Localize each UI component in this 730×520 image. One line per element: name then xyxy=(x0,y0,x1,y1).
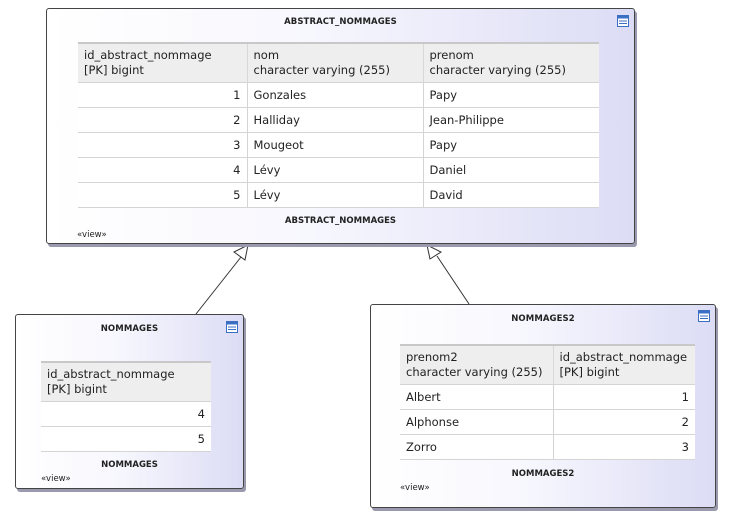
cell: Albert xyxy=(400,384,554,410)
cell: 3 xyxy=(78,132,248,158)
cell: Mougeot xyxy=(247,132,424,158)
stereotype-label: «view» xyxy=(400,483,430,493)
table-row: 5 xyxy=(41,426,211,452)
table-icon xyxy=(698,310,710,322)
table-row: 4 Lévy Daniel xyxy=(78,157,599,183)
cell: 1 xyxy=(78,82,248,108)
table-row: 1 Gonzales Papy xyxy=(78,82,599,108)
view-footer: NOMMAGES xyxy=(101,460,158,470)
table-row: 3 Mougeot Papy xyxy=(78,132,599,158)
cell: Papy xyxy=(423,132,599,158)
inheritance-arrowhead xyxy=(426,244,443,260)
cell: 4 xyxy=(41,401,211,427)
stereotype-label: «view» xyxy=(77,230,107,240)
column-header: id_abstract_nommage[PK] bigint xyxy=(553,344,695,385)
column-header: id_abstract_nommage[PK] bigint xyxy=(41,361,211,402)
cell: 3 xyxy=(553,434,695,460)
cell: David xyxy=(423,182,599,208)
cell: 4 xyxy=(78,157,248,183)
inheritance-arrowhead xyxy=(233,244,249,261)
cell: Alphonse xyxy=(400,409,554,435)
view-nommages[interactable]: NOMMAGES id_abstract_nommage[PK] bigint … xyxy=(15,314,244,489)
cell: 1 xyxy=(553,384,695,410)
view-title: ABSTRACT_NOMMAGES xyxy=(284,17,397,27)
cell: Zorro xyxy=(400,434,554,460)
data-grid: id_abstract_nommage[PK] bigint 4 5 xyxy=(41,361,211,452)
table-icon xyxy=(617,15,629,27)
generalization-nommages xyxy=(195,244,249,315)
cell: Jean-Philippe xyxy=(423,107,599,133)
cell: Lévy xyxy=(247,157,424,183)
cell: 5 xyxy=(41,426,211,452)
table-row: 4 xyxy=(41,401,211,427)
view-title: NOMMAGES2 xyxy=(511,314,575,324)
view-footer: ABSTRACT_NOMMAGES xyxy=(284,216,397,226)
column-header: id_abstract_nommage[PK] bigint xyxy=(78,42,248,83)
view-title: NOMMAGES xyxy=(100,324,159,334)
cell: 2 xyxy=(553,409,695,435)
table-row: 5 Lévy David xyxy=(78,182,599,208)
cell: Gonzales xyxy=(247,82,424,108)
table-icon xyxy=(226,321,238,333)
cell: Daniel xyxy=(423,157,599,183)
cell: 2 xyxy=(78,107,248,133)
stereotype-label: «view» xyxy=(41,474,71,484)
table-row: 2 Halliday Jean-Philippe xyxy=(78,107,599,133)
cell: Lévy xyxy=(247,182,424,208)
cell: Papy xyxy=(423,82,599,108)
table-row: Alphonse 2 xyxy=(400,409,695,435)
view-abstract-nommages[interactable]: ABSTRACT_NOMMAGES id_abstract_nommage[PK… xyxy=(46,8,635,244)
view-footer: NOMMAGES2 xyxy=(511,469,575,479)
table-row: Albert 1 xyxy=(400,384,695,410)
table-row: Zorro 3 xyxy=(400,434,695,460)
cell: Halliday xyxy=(247,107,424,133)
generalization-nommages2 xyxy=(426,244,470,305)
cell: 5 xyxy=(78,182,248,208)
